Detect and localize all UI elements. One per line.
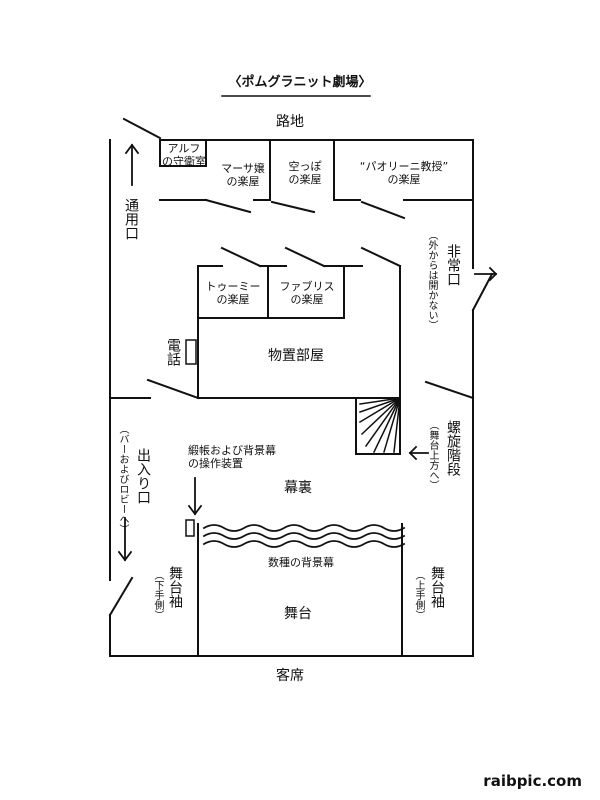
emergency-note: （外からは開かない） (426, 230, 437, 330)
empty-door (270, 200, 316, 214)
wing-right-label: 舞台袖 (429, 566, 445, 608)
stairs-note: （舞台上方へ） (427, 420, 438, 490)
room-pavoli: “パオリーニ教授” の楽屋 (359, 160, 449, 186)
martha-door (204, 198, 252, 214)
phone-icon (185, 339, 197, 365)
pavoli-door (360, 200, 406, 220)
wing-left-note: （下手側） (152, 570, 163, 620)
backdrop-wave-1 (202, 524, 406, 532)
service-door (122, 117, 162, 140)
stage-label: 舞台 (284, 606, 312, 622)
storage-door-bottom (146, 378, 200, 400)
storage-door (360, 246, 402, 268)
storage-label: 物置部屋 (268, 348, 324, 364)
fabrice-door (284, 246, 326, 268)
room-martha: マーサ嬢 の楽屋 (221, 162, 265, 188)
diagram-title: 〈ポムグラニット劇場〉 (228, 75, 372, 90)
arrows (117, 143, 498, 562)
entrance-note: （バーおよびロビーへ） (117, 424, 128, 534)
service-entrance-label: 通用口 (123, 198, 139, 240)
wing-left-label: 舞台袖 (167, 566, 183, 608)
watermark: raibpic.com (483, 772, 582, 790)
curtain-controls-label: 緞帳および背景幕の操作装置 (188, 444, 276, 470)
spiral-stairs-lines (357, 396, 402, 454)
entrance-label: 出入り口 (135, 448, 151, 504)
room-empty: 空っぽ の楽屋 (288, 160, 322, 186)
corridor-right-door (424, 380, 475, 400)
wing-right-note: （上手側） (413, 570, 424, 620)
spiral-stairs-label: 螺旋階段 (445, 420, 461, 476)
emergency-exit-label: 非常口 (445, 244, 461, 286)
room-fabrice: ファブリス の楽屋 (279, 280, 335, 306)
toumey-door (220, 246, 262, 268)
alley-label: 路地 (276, 114, 304, 130)
emergency-door (471, 272, 494, 312)
phone-label: 電話 (165, 338, 181, 366)
backdrop-wave-3 (202, 540, 406, 548)
curtain-control-device (185, 519, 195, 537)
room-toumey: トゥーミー の楽屋 (205, 280, 261, 306)
backdrops-label: 数種の背景幕 (268, 556, 334, 569)
backdrop-wave-2 (202, 532, 406, 540)
entrance-door (108, 576, 134, 617)
backstage-label: 幕裏 (284, 480, 312, 496)
room-alf: アルフ の守衛室 (162, 142, 206, 168)
audience-label: 客席 (276, 668, 304, 684)
